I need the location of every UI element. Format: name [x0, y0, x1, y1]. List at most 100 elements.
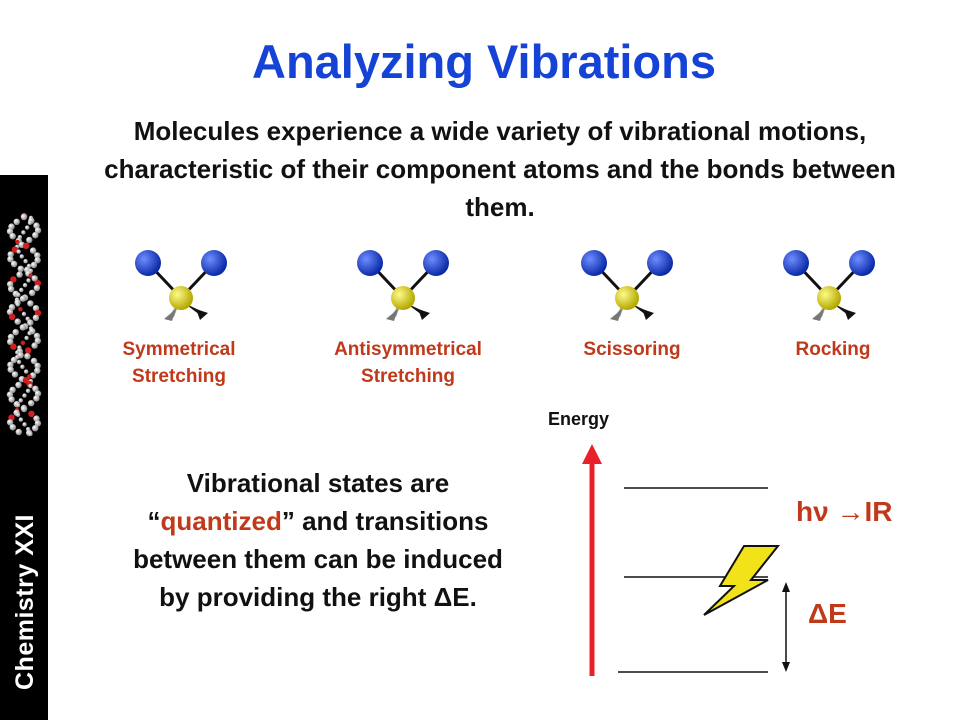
helix-atom — [18, 398, 23, 403]
helix-atom — [8, 396, 15, 403]
helix-atom — [6, 308, 14, 316]
helix-atom — [19, 295, 27, 302]
helix-atom — [31, 275, 38, 282]
helix-atom — [24, 369, 29, 374]
helix-atom — [28, 383, 33, 389]
helix-atom — [21, 311, 27, 317]
helix-atom — [34, 362, 41, 369]
helix-atom — [17, 265, 24, 272]
helix-atom — [6, 419, 14, 426]
helix-atom — [8, 313, 16, 320]
triatomic-molecule-icon — [355, 248, 451, 323]
energy-axis-label: Energy — [548, 409, 610, 429]
helix-atom — [6, 228, 14, 235]
helix-atom — [34, 337, 41, 344]
helix-atom — [33, 395, 40, 402]
helix-atom — [15, 428, 22, 436]
highlight-word: quantized — [160, 506, 282, 536]
helix-atom — [34, 257, 41, 264]
helix-atom — [26, 278, 31, 283]
helix-atom — [12, 329, 19, 336]
helix-atom — [29, 289, 36, 296]
helix-atom — [18, 307, 23, 312]
helix-atom — [16, 249, 21, 254]
triatomic-molecule-icon — [133, 248, 229, 323]
lightning-bolt-icon — [703, 545, 781, 616]
helix-atom — [22, 283, 28, 288]
helix-atom — [19, 287, 24, 293]
triatomic-molecule-icon — [781, 248, 877, 323]
intro-text: Molecules experience a wide variety of v… — [104, 116, 896, 222]
photon-label: hν →IR — [796, 496, 893, 527]
helix-atom — [21, 230, 26, 235]
helix-atom — [15, 412, 21, 417]
helix-atom — [15, 302, 20, 307]
helix-atom — [30, 357, 38, 365]
helix-atom — [32, 314, 40, 321]
helix-atom — [27, 374, 32, 379]
helix-atom — [29, 247, 37, 254]
helix-atom — [7, 333, 15, 341]
helix-atom — [9, 424, 16, 431]
helix-atom — [32, 385, 39, 392]
helix-atom — [23, 242, 30, 249]
triatomic-molecule-icon — [579, 248, 675, 323]
helix-atom — [20, 340, 26, 345]
helix-atom — [32, 232, 39, 239]
helix-atom — [34, 420, 42, 427]
helix-atom — [32, 425, 39, 432]
helix-atom — [20, 364, 25, 369]
sidebar-label: Chemistry XXI — [11, 513, 39, 690]
helix-atom — [7, 361, 14, 368]
helix-atom — [18, 417, 24, 422]
helix-atom — [34, 367, 41, 374]
helix-atom — [25, 347, 32, 354]
helix-atom — [27, 300, 34, 307]
helix-atom — [34, 227, 42, 234]
helix-atom — [22, 422, 27, 427]
helix-atom — [27, 331, 32, 336]
helix-atom — [28, 400, 35, 407]
helix-atom — [10, 260, 18, 268]
helix-atom — [11, 371, 19, 378]
delta-e-label: ΔE — [808, 598, 847, 629]
helix-atom — [23, 259, 28, 264]
helix-atom — [24, 353, 31, 360]
energy-axis-arrowhead — [582, 444, 602, 464]
mode-label-rocking: Rocking — [795, 339, 871, 360]
helix-atom — [9, 233, 16, 240]
helix-atom — [7, 366, 14, 373]
helix-atom — [15, 381, 22, 389]
helix-atom — [28, 321, 33, 326]
helix-atom — [34, 252, 41, 259]
dna-helix-icon — [6, 212, 42, 437]
helix-atom — [13, 218, 20, 225]
helix-atom — [34, 309, 42, 317]
helix-atom — [7, 285, 15, 293]
helix-atom — [7, 256, 14, 263]
helix-atom — [14, 318, 21, 325]
helix-atom — [7, 251, 14, 258]
helix-atom — [16, 359, 22, 365]
sidebar-band — [0, 175, 48, 720]
helix-atom — [33, 284, 41, 292]
helix-atom — [25, 225, 30, 230]
helix-atom — [32, 305, 40, 312]
helix-atom — [28, 410, 35, 417]
mode-label-scissoring: Scissoring — [583, 339, 681, 360]
helix-atom — [27, 220, 33, 225]
helix-atom — [24, 335, 29, 341]
energy-level-diagram — [582, 444, 790, 676]
helix-atom — [7, 338, 14, 345]
helix-atom — [22, 393, 27, 398]
helix-atom — [20, 405, 28, 413]
helix-atom — [16, 271, 23, 278]
helix-atom — [10, 356, 18, 364]
slide-title: Analyzing Vibrations — [252, 35, 716, 88]
helix-atom — [15, 403, 21, 408]
helix-atom — [30, 261, 38, 269]
helix-atom — [19, 324, 26, 331]
helix-atom — [31, 342, 38, 349]
